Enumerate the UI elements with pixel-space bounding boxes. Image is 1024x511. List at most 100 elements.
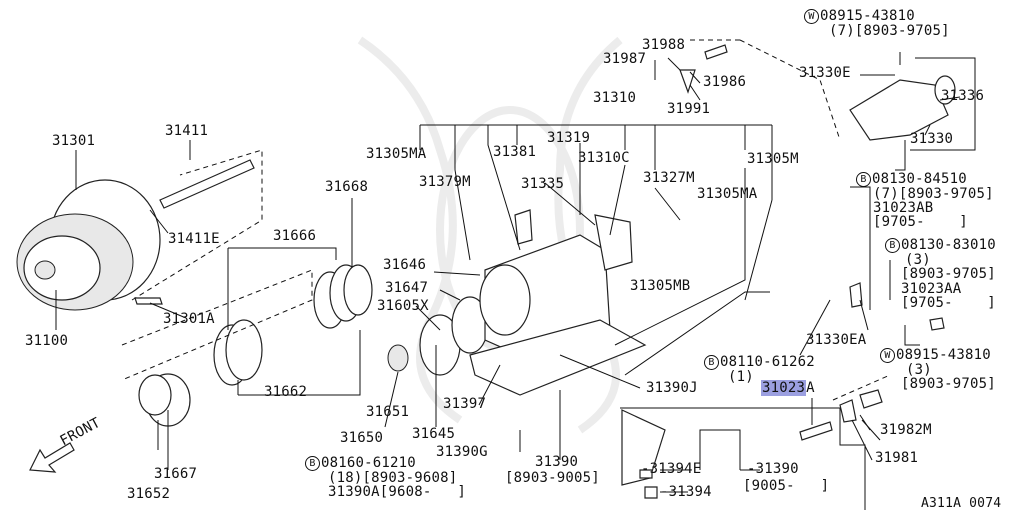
label-31305m: 31305M [747,151,799,167]
bolt-part-number: 08160-61210 [321,455,416,471]
label-31327m: 31327M [643,170,695,186]
label-31647: 31647 [385,280,429,296]
label-31310: 31310 [593,90,637,106]
label-31305ma-left: 31305MA [366,146,427,162]
part-suffix: A [806,380,815,396]
label-31987: 31987 [603,51,647,67]
label-31336: 31336 [941,88,985,104]
label-31652: 31652 [127,486,171,502]
housing-bolt [134,297,163,305]
torque-converter-face [23,235,101,301]
label-31411e: 31411E [168,231,220,247]
bolt-part-number: 08110-61262 [720,354,815,370]
label-31651: 31651 [366,404,410,420]
washer-part-number: 08915-43810 [820,8,915,24]
label-31305mb: 31305MB [630,278,691,294]
label-31986: 31986 [703,74,747,90]
label-31023a[interactable]: 31023A [761,380,815,396]
converter-hub [34,260,56,280]
label-31301: 31301 [52,133,96,149]
label-31397: 31397 [443,396,487,412]
torque-converter-assembly [16,149,263,311]
label-31390j: 31390J [646,380,698,396]
label-bolt-08130-83010-qty: (3) [905,252,931,268]
oil-pan [469,319,647,396]
bolt-part-number: 08130-84510 [872,171,967,187]
label-31991: 31991 [667,101,711,117]
label-bolt-08160-qty: (18)[8903-9608] [328,470,458,486]
label-31390-right-text: 31390 [755,461,799,477]
front-arrow-icon [29,442,75,473]
label-31390-date: [8903-9005] [505,470,600,486]
label-31988: 31988 [642,37,686,53]
bolt-b-icon: B [305,456,320,471]
label-31390a: 31390A[9608- ] [328,484,467,500]
reference-code: A311A 0074 [921,496,1002,511]
bolt-b-icon: B [885,238,900,253]
label-31982m: 31982M [880,422,932,438]
bolt-part-number: 08130-83010 [901,237,996,253]
label-31390: 31390 [535,454,579,470]
label-washer-mid-date: [8903-9705] [901,376,996,392]
transmission-case [469,209,647,396]
highlighted-part-number[interactable]: 31023 [761,380,807,396]
label-31390-right-date: [9005- ] [743,478,830,494]
label-washer-mid-qty: (3) [906,362,932,378]
label-31645: 31645 [412,426,456,442]
oil-pan-detail [620,407,866,510]
speed-sensor [799,421,833,441]
label-31390g: 31390G [436,444,488,460]
label-31330e: 31330E [799,65,851,81]
bolt-b-icon: B [704,355,719,370]
label-31330: 31330 [910,131,954,147]
label-31301a: 31301A [163,311,215,327]
extension-housing [679,44,956,141]
label-washer-top-qty: (7)[8903-9705] [829,23,950,39]
label-31981: 31981 [875,450,919,466]
label-bolt-08130-84510-qty: (7)[8903-9705] [873,186,994,202]
shift-bracket [679,69,696,94]
bolt-b-icon: B [856,172,871,187]
label-31100: 31100 [25,333,69,349]
label-31394: -31394 [660,484,712,500]
label-31023aa-date: [9705- ] [901,295,996,311]
washer-w-icon: W [880,348,895,363]
label-31668: 31668 [325,179,369,195]
label-31319: 31319 [547,130,591,146]
label-bolt-08110-qty: (1) [728,369,754,385]
clutch-rings [138,264,489,427]
label-31023ab-date: [9705- ] [873,214,968,230]
label-31394-text: 31394 [668,484,712,500]
label-31390-right: -31390 [747,461,799,477]
label-31379m: 31379M [419,174,471,190]
label-31666: 31666 [273,228,317,244]
label-31305ma-right: 31305MA [697,186,758,202]
label-31330ea: 31330EA [806,332,867,348]
leader-lines [55,39,976,493]
label-31394e-text: 31394E [649,461,702,477]
sensor-parts [799,282,945,441]
washer-part-number: 08915-43810 [896,347,991,363]
label-31662: 31662 [264,384,308,400]
label-31310c: 31310C [578,150,630,166]
input-shaft [159,159,255,209]
label-31667: 31667 [154,466,198,482]
label-31646: 31646 [383,257,427,273]
label-bolt-08130-83010-date: [8903-9705] [901,266,996,282]
label-31023ab: 31023AB [873,200,934,216]
label-31650: 31650 [340,430,384,446]
label-31023aa: 31023AA [901,281,962,297]
label-31381: 31381 [493,144,537,160]
label-31411: 31411 [165,123,209,139]
washer-w-icon: W [804,9,819,24]
label-31605x: 31605X [377,298,429,314]
label-31394e: -31394E [641,461,702,477]
label-31335: 31335 [521,176,565,192]
